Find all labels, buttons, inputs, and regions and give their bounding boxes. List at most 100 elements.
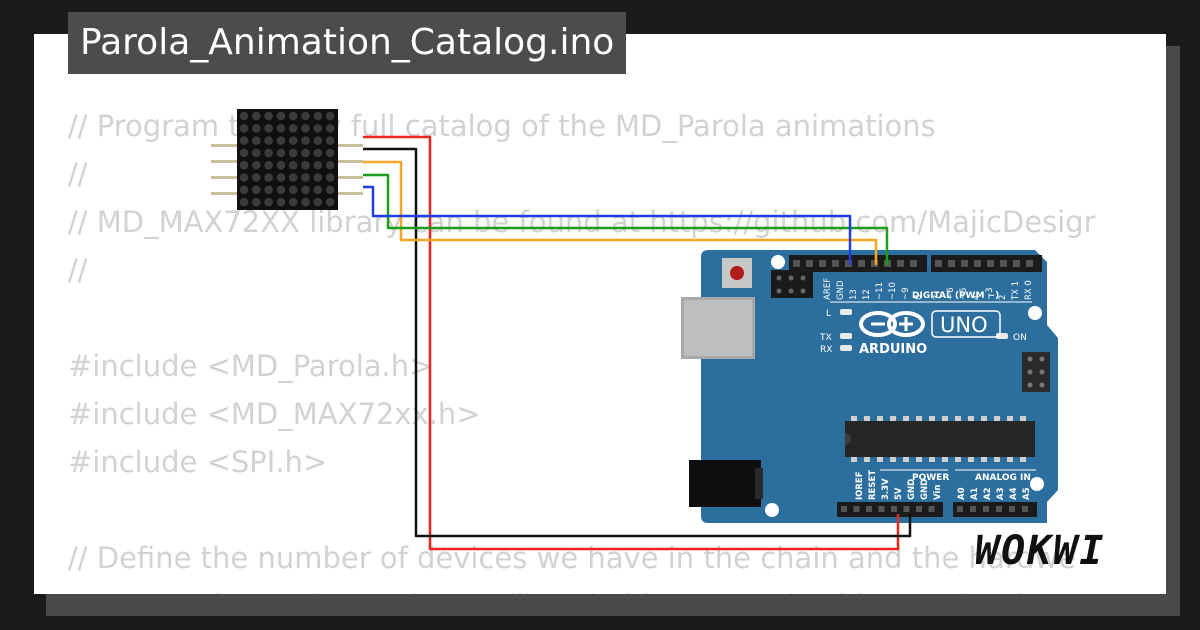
pin-label: 12 [862,289,872,300]
led-on [996,333,1008,339]
pin-label: IOREF [855,471,865,500]
pin-label: ~10 [888,282,898,300]
matrix-led [313,148,323,158]
matrix-led [264,197,273,207]
matrix-led [288,160,298,170]
pin-label: ~9 [901,287,911,300]
pin-label: TX 1 [1011,281,1021,301]
matrix-led [239,197,249,207]
code-line: // [68,253,88,287]
matrix-led [313,173,323,182]
matrix-led [288,148,298,158]
wire-red-vcc[interactable] [363,135,900,551]
matrix-left-pins [211,144,238,195]
matrix-led [264,160,273,170]
matrix-led [239,136,249,145]
reset-button[interactable] [722,258,752,288]
code-line: #include <MD_MAX72xx.h> [68,397,481,431]
pin-label: 3.3V [881,478,891,500]
matrix-led [325,173,335,182]
matrix-led [313,136,323,145]
digital-header [789,255,1042,272]
matrix-led [301,148,310,158]
pin-label: GND [836,280,846,300]
matrix-led [325,148,335,158]
wire-blue-clk[interactable] [363,185,852,265]
matrix-led [313,160,323,170]
pin-label: ~3 [985,287,995,300]
mount-hole [1030,477,1044,491]
led-l [840,309,852,315]
matrix-led [239,124,249,133]
matrix-led [264,124,273,133]
led-tx [840,333,852,339]
arduino-logo: ARDUINO UNO [859,310,1001,357]
pin-label: A5 [1022,487,1032,500]
pin-label: AREF [823,278,833,300]
pin-label: A2 [983,487,993,500]
icsp-header-right [1022,352,1050,392]
matrix-led [239,173,249,182]
led-matrix[interactable] [211,109,363,210]
matrix-led [251,173,261,182]
mount-hole [771,255,785,269]
atmega-chip [845,416,1035,462]
pin-label: ~5 [959,287,969,300]
matrix-led [251,185,261,195]
led-label-on: ON [1013,333,1027,343]
pin-label: Vin [933,485,943,500]
matrix-led [325,160,335,170]
board-name: UNO [940,313,988,337]
matrix-led [325,197,335,207]
wokwi-logo: WOKWI [975,528,1106,574]
matrix-led [239,160,249,170]
matrix-led [288,111,298,121]
matrix-led [301,136,310,145]
power-analog-headers [837,502,1037,517]
led-label-l: L [826,309,831,319]
matrix-led [301,111,310,121]
pin-label: ~11 [875,282,885,300]
code-line: // [68,157,88,191]
matrix-led [313,111,323,121]
matrix-led [313,185,323,195]
power-jack [689,460,763,507]
matrix-led [276,136,286,145]
wire-black-gnd[interactable] [363,147,912,538]
mount-hole [765,503,779,517]
matrix-led [288,197,298,207]
matrix-led [301,173,310,182]
project-title: Parola_Animation_Catalog.ino [68,12,627,74]
matrix-led [276,160,286,170]
wire-orange-din[interactable] [363,160,878,265]
pin-label: A0 [957,487,967,500]
matrix-led [288,185,298,195]
matrix-led [325,111,335,121]
wire-green-cs[interactable] [363,173,889,265]
icsp-header-top [771,270,813,298]
digital-header-title: DIGITAL (PWM ~) [912,291,999,301]
code-line: // Define the number of devices we have … [68,541,1077,575]
matrix-led [288,136,298,145]
matrix-led [276,148,286,158]
matrix-led [325,136,335,145]
usb-port [681,297,755,359]
matrix-led [276,124,286,133]
code-line: // MD_MAX72XX library can be found at ht… [68,205,1096,239]
matrix-led [251,136,261,145]
matrix-led [239,148,249,158]
led-rx [840,345,852,351]
matrix-led [288,173,298,182]
mount-hole [1028,306,1042,320]
matrix-led [276,111,286,121]
matrix-led [264,111,273,121]
power-header-title: POWER [912,473,949,483]
matrix-right-pins [338,144,363,195]
pin-label: A4 [1009,487,1019,500]
matrix-led [313,197,323,207]
pin-label: 4 [972,295,982,300]
